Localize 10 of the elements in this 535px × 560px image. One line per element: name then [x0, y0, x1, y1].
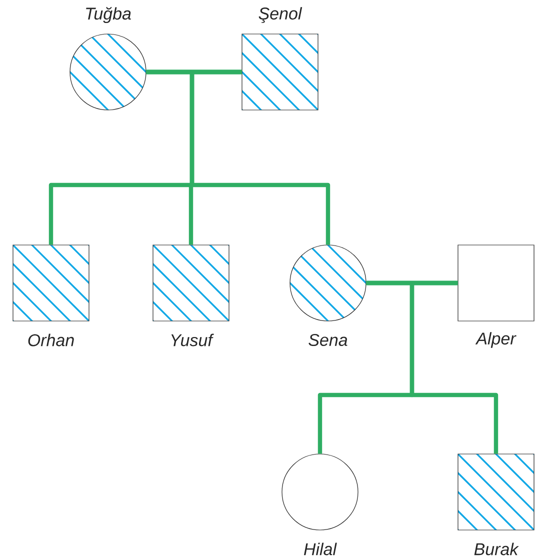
name-label: Şenol	[258, 7, 302, 23]
pedigree-line	[364, 280, 498, 456]
pedigree-line	[144, 70, 330, 247]
name-label: Sena	[308, 334, 348, 346]
name-label: Burak	[474, 542, 519, 556]
name-label: Yusuf	[171, 334, 214, 346]
name-label: Hilal	[304, 542, 337, 556]
name-label: Orhan	[28, 334, 74, 346]
name-label: Alper	[475, 332, 516, 348]
name-label: Tuğba	[86, 6, 131, 24]
